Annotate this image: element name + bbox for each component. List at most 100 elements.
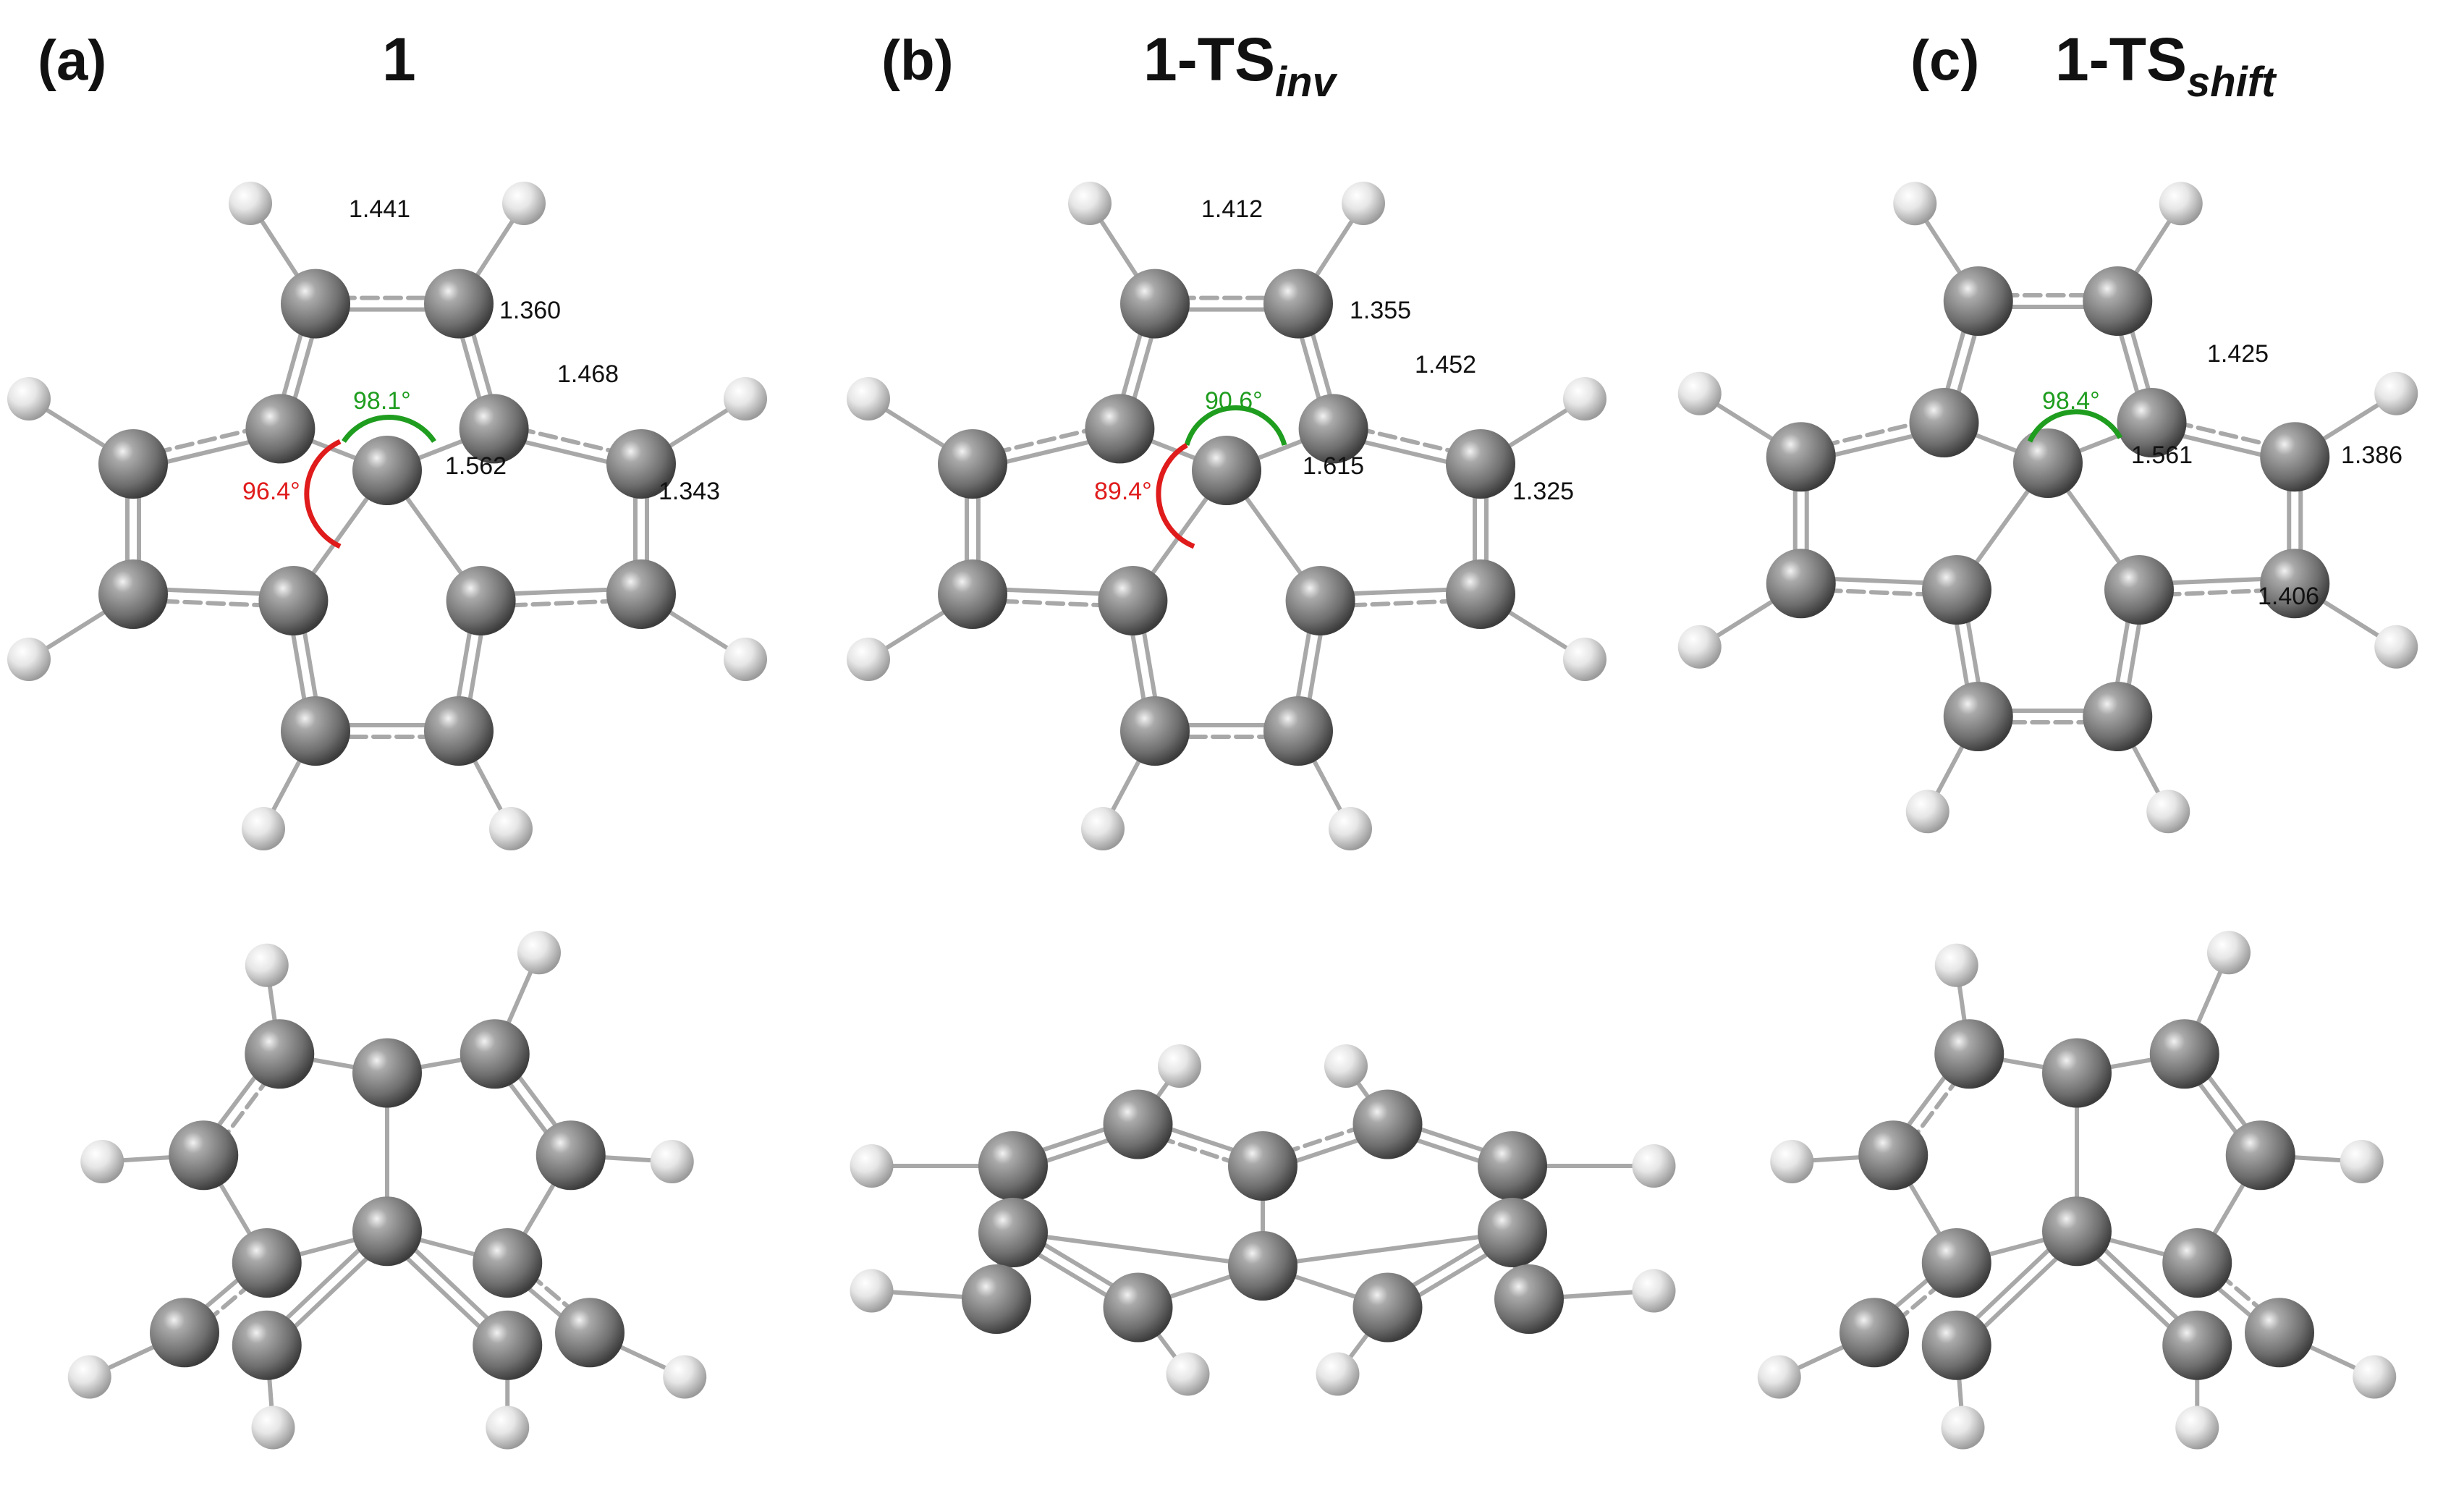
- panel-c-label: (c): [1910, 28, 1980, 92]
- b-side-carbon-atom: [1228, 1131, 1297, 1201]
- c-side-hydrogen-atom: [1934, 943, 1978, 987]
- a-angle-red-arc: [304, 439, 342, 549]
- a-top-hydrogen-atom: [242, 807, 285, 850]
- a-side-carbon-atom: [245, 1019, 315, 1089]
- c-side-carbon-atom: [1921, 1310, 1991, 1380]
- b-top-hydrogen-atom: [1342, 182, 1385, 225]
- c-top-carbon-atom: [1943, 266, 2013, 336]
- c-side-carbon-atom: [2162, 1310, 2232, 1380]
- a-bond-length-label: 1.360: [499, 297, 561, 324]
- b-side-carbon-atom: [1352, 1272, 1423, 1343]
- b-side-hydrogen-atom: [1316, 1352, 1360, 1396]
- a-side-carbon-atom: [169, 1120, 239, 1191]
- b-side-hydrogen-atom: [1166, 1352, 1210, 1396]
- a-top-carbon-atom: [258, 566, 329, 635]
- a-top-carbon-atom: [606, 559, 676, 629]
- c-bond-length-label: 1.425: [2207, 340, 2269, 368]
- c-top-hydrogen-atom: [2374, 371, 2418, 415]
- a-top-carbon-atom: [98, 429, 168, 499]
- c-side-hydrogen-atom: [1770, 1140, 1814, 1183]
- c-angle-green-arc: [2027, 409, 2123, 443]
- a-angle-red-label: 96.4°: [242, 478, 300, 505]
- c-top-hydrogen-atom: [1893, 182, 1937, 226]
- panel-a-title: 1: [382, 25, 416, 95]
- b-bond-length-label: 1.412: [1201, 195, 1263, 223]
- a-top-carbon-atom: [352, 436, 422, 505]
- c-side-carbon-atom: [2225, 1120, 2295, 1191]
- b-angle-red-label: 89.4°: [1094, 478, 1152, 505]
- c-side-hydrogen-atom: [2207, 931, 2251, 975]
- c-top-carbon-atom: [2260, 549, 2330, 619]
- c-top-carbon-atom: [2104, 555, 2174, 625]
- b-side-carbon-atom: [1478, 1198, 1547, 1267]
- c-side-hydrogen-atom: [2175, 1406, 2219, 1450]
- c-top-hydrogen-atom: [1905, 790, 1949, 834]
- a-bond-length-label: 1.343: [659, 478, 720, 505]
- b-side-hydrogen-atom: [850, 1144, 894, 1188]
- c-top-hydrogen-atom: [2159, 182, 2203, 226]
- a-top-carbon-atom: [446, 566, 516, 635]
- a-top-carbon-atom: [281, 269, 350, 339]
- b-top-carbon-atom: [1298, 394, 1368, 464]
- c-top-carbon-atom: [2083, 266, 2153, 336]
- c-side-carbon-atom: [1921, 1228, 1991, 1298]
- c-side-hydrogen-atom: [2353, 1355, 2397, 1399]
- b-top-carbon-atom: [938, 559, 1007, 629]
- b-side-carbon-atom: [978, 1131, 1048, 1201]
- a-top-carbon-atom: [424, 269, 494, 339]
- b-side-bond: [1011, 1230, 1265, 1268]
- c-top-carbon-atom: [2083, 682, 2153, 751]
- panel-a-label: (a): [38, 28, 107, 92]
- c-top-carbon-atom: [2013, 428, 2083, 498]
- b-top-carbon-atom: [1263, 269, 1333, 339]
- b-side-hydrogen-atom: [1158, 1044, 1201, 1088]
- a-side-hydrogen-atom: [650, 1140, 694, 1183]
- b-side-hydrogen-atom: [1632, 1144, 1676, 1188]
- a-side-carbon-atom: [473, 1228, 543, 1298]
- c-top-hydrogen-atom: [2374, 625, 2418, 669]
- panel-c-title: 1-TSshift: [2055, 25, 2275, 106]
- c-bond-length-label: 1.406: [2258, 583, 2319, 610]
- c-top-carbon-atom: [1909, 388, 1979, 457]
- b-top-carbon-atom: [1446, 559, 1515, 629]
- panel-b-title-sub: inv: [1275, 59, 1336, 106]
- a-top-hydrogen-atom: [724, 638, 767, 681]
- b-top-carbon-atom: [1120, 269, 1190, 339]
- a-side-carbon-atom: [232, 1228, 302, 1298]
- b-side-hydrogen-atom: [1632, 1269, 1676, 1313]
- a-bond-length-label: 1.562: [445, 452, 507, 480]
- b-bond-length-label: 1.615: [1303, 452, 1364, 480]
- a-bond-length-label: 1.468: [557, 360, 619, 388]
- a-side-hydrogen-atom: [80, 1140, 124, 1183]
- b-top-hydrogen-atom: [1081, 807, 1125, 850]
- a-top-hydrogen-atom: [7, 377, 51, 420]
- a-angle-green-label: 98.1°: [353, 387, 411, 415]
- b-side-bond: [1261, 1230, 1515, 1268]
- b-bond-length-label: 1.355: [1350, 297, 1411, 324]
- c-side-hydrogen-atom: [1941, 1406, 1985, 1450]
- c-top-carbon-atom: [1766, 549, 1836, 619]
- b-top-carbon-atom: [1098, 566, 1168, 635]
- a-top-hydrogen-atom: [7, 638, 51, 681]
- b-side-carbon-atom: [978, 1198, 1048, 1267]
- c-side-carbon-atom: [2042, 1196, 2112, 1267]
- a-side-carbon-atom: [473, 1310, 543, 1380]
- b-side-hydrogen-atom: [1324, 1044, 1368, 1088]
- a-top-hydrogen-atom: [724, 377, 767, 420]
- c-bond-length-label: 1.386: [2341, 441, 2402, 469]
- c-side-carbon-atom: [2042, 1038, 2112, 1108]
- c-top-hydrogen-atom: [2146, 790, 2190, 834]
- c-side-hydrogen-atom: [2340, 1140, 2384, 1183]
- b-top-hydrogen-atom: [1563, 638, 1606, 681]
- c-bond-length-label: 1.561: [2131, 441, 2193, 469]
- b-bond-length-label: 1.325: [1512, 478, 1574, 505]
- c-side-carbon-atom: [1934, 1019, 2004, 1089]
- panel-c-title-main: 1-TS: [2055, 25, 2188, 93]
- panel-b-label: (b): [881, 28, 954, 92]
- a-top-carbon-atom: [606, 429, 676, 499]
- c-side-carbon-atom: [2149, 1019, 2219, 1089]
- panel-b-title-main: 1-TS: [1143, 25, 1276, 93]
- a-angle-green-arc: [342, 415, 436, 443]
